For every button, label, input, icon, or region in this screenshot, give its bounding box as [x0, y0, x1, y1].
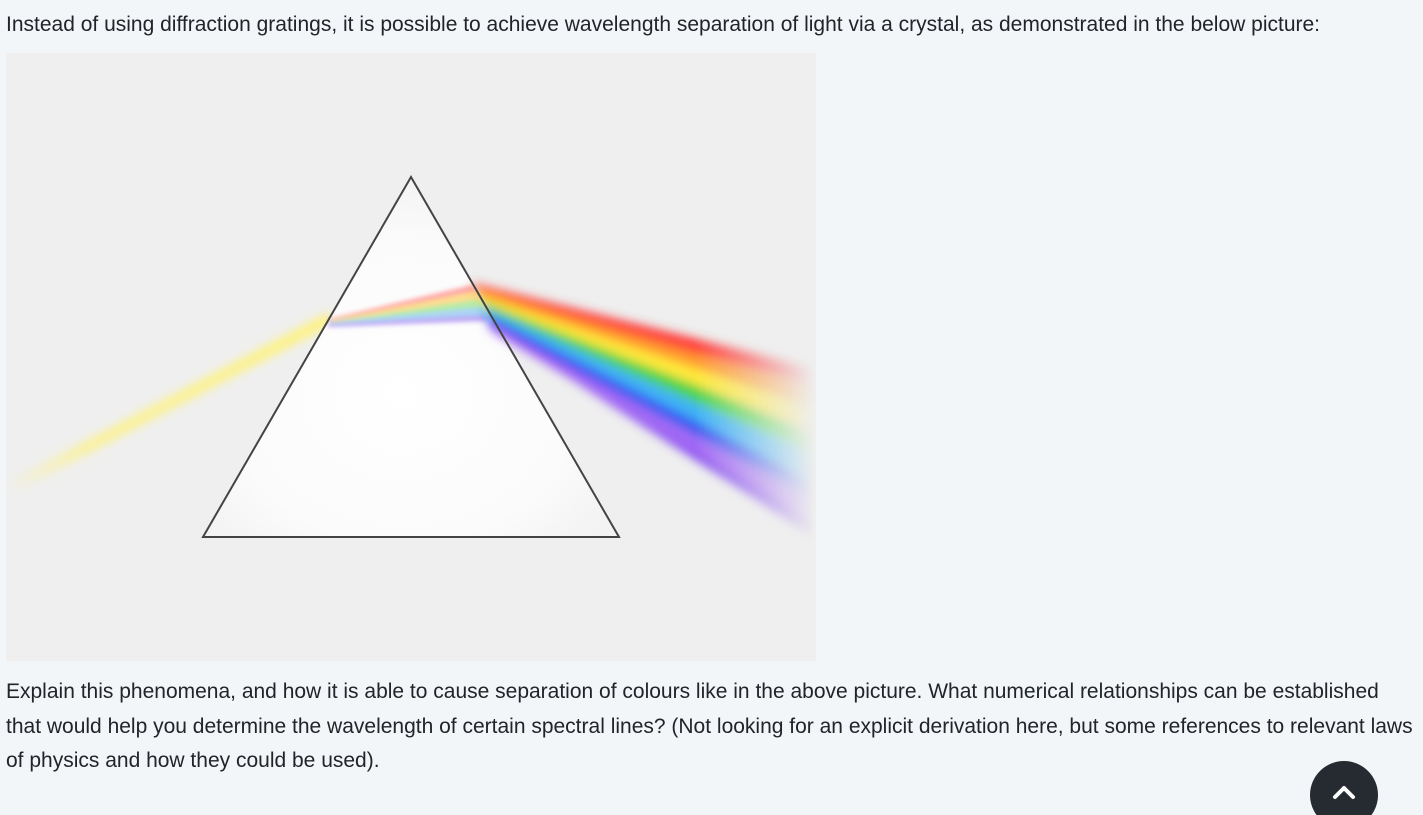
prism-dispersion-image [6, 53, 816, 661]
incoming-light-beam [8, 313, 334, 491]
intro-paragraph: Instead of using diffraction gratings, i… [6, 13, 1321, 36]
prism-illustration [8, 175, 816, 538]
outgoing-spectrum [472, 283, 816, 538]
chevron-up-icon [1333, 786, 1355, 799]
internal-spectrum [328, 285, 488, 327]
spectrum-band-lilac [488, 325, 816, 524]
scroll-to-top-button[interactable] [1310, 761, 1378, 815]
question-paragraph: Explain this phenomena, and how it is ab… [6, 680, 1413, 772]
prism-outline [201, 175, 621, 538]
prism-body [203, 177, 619, 537]
